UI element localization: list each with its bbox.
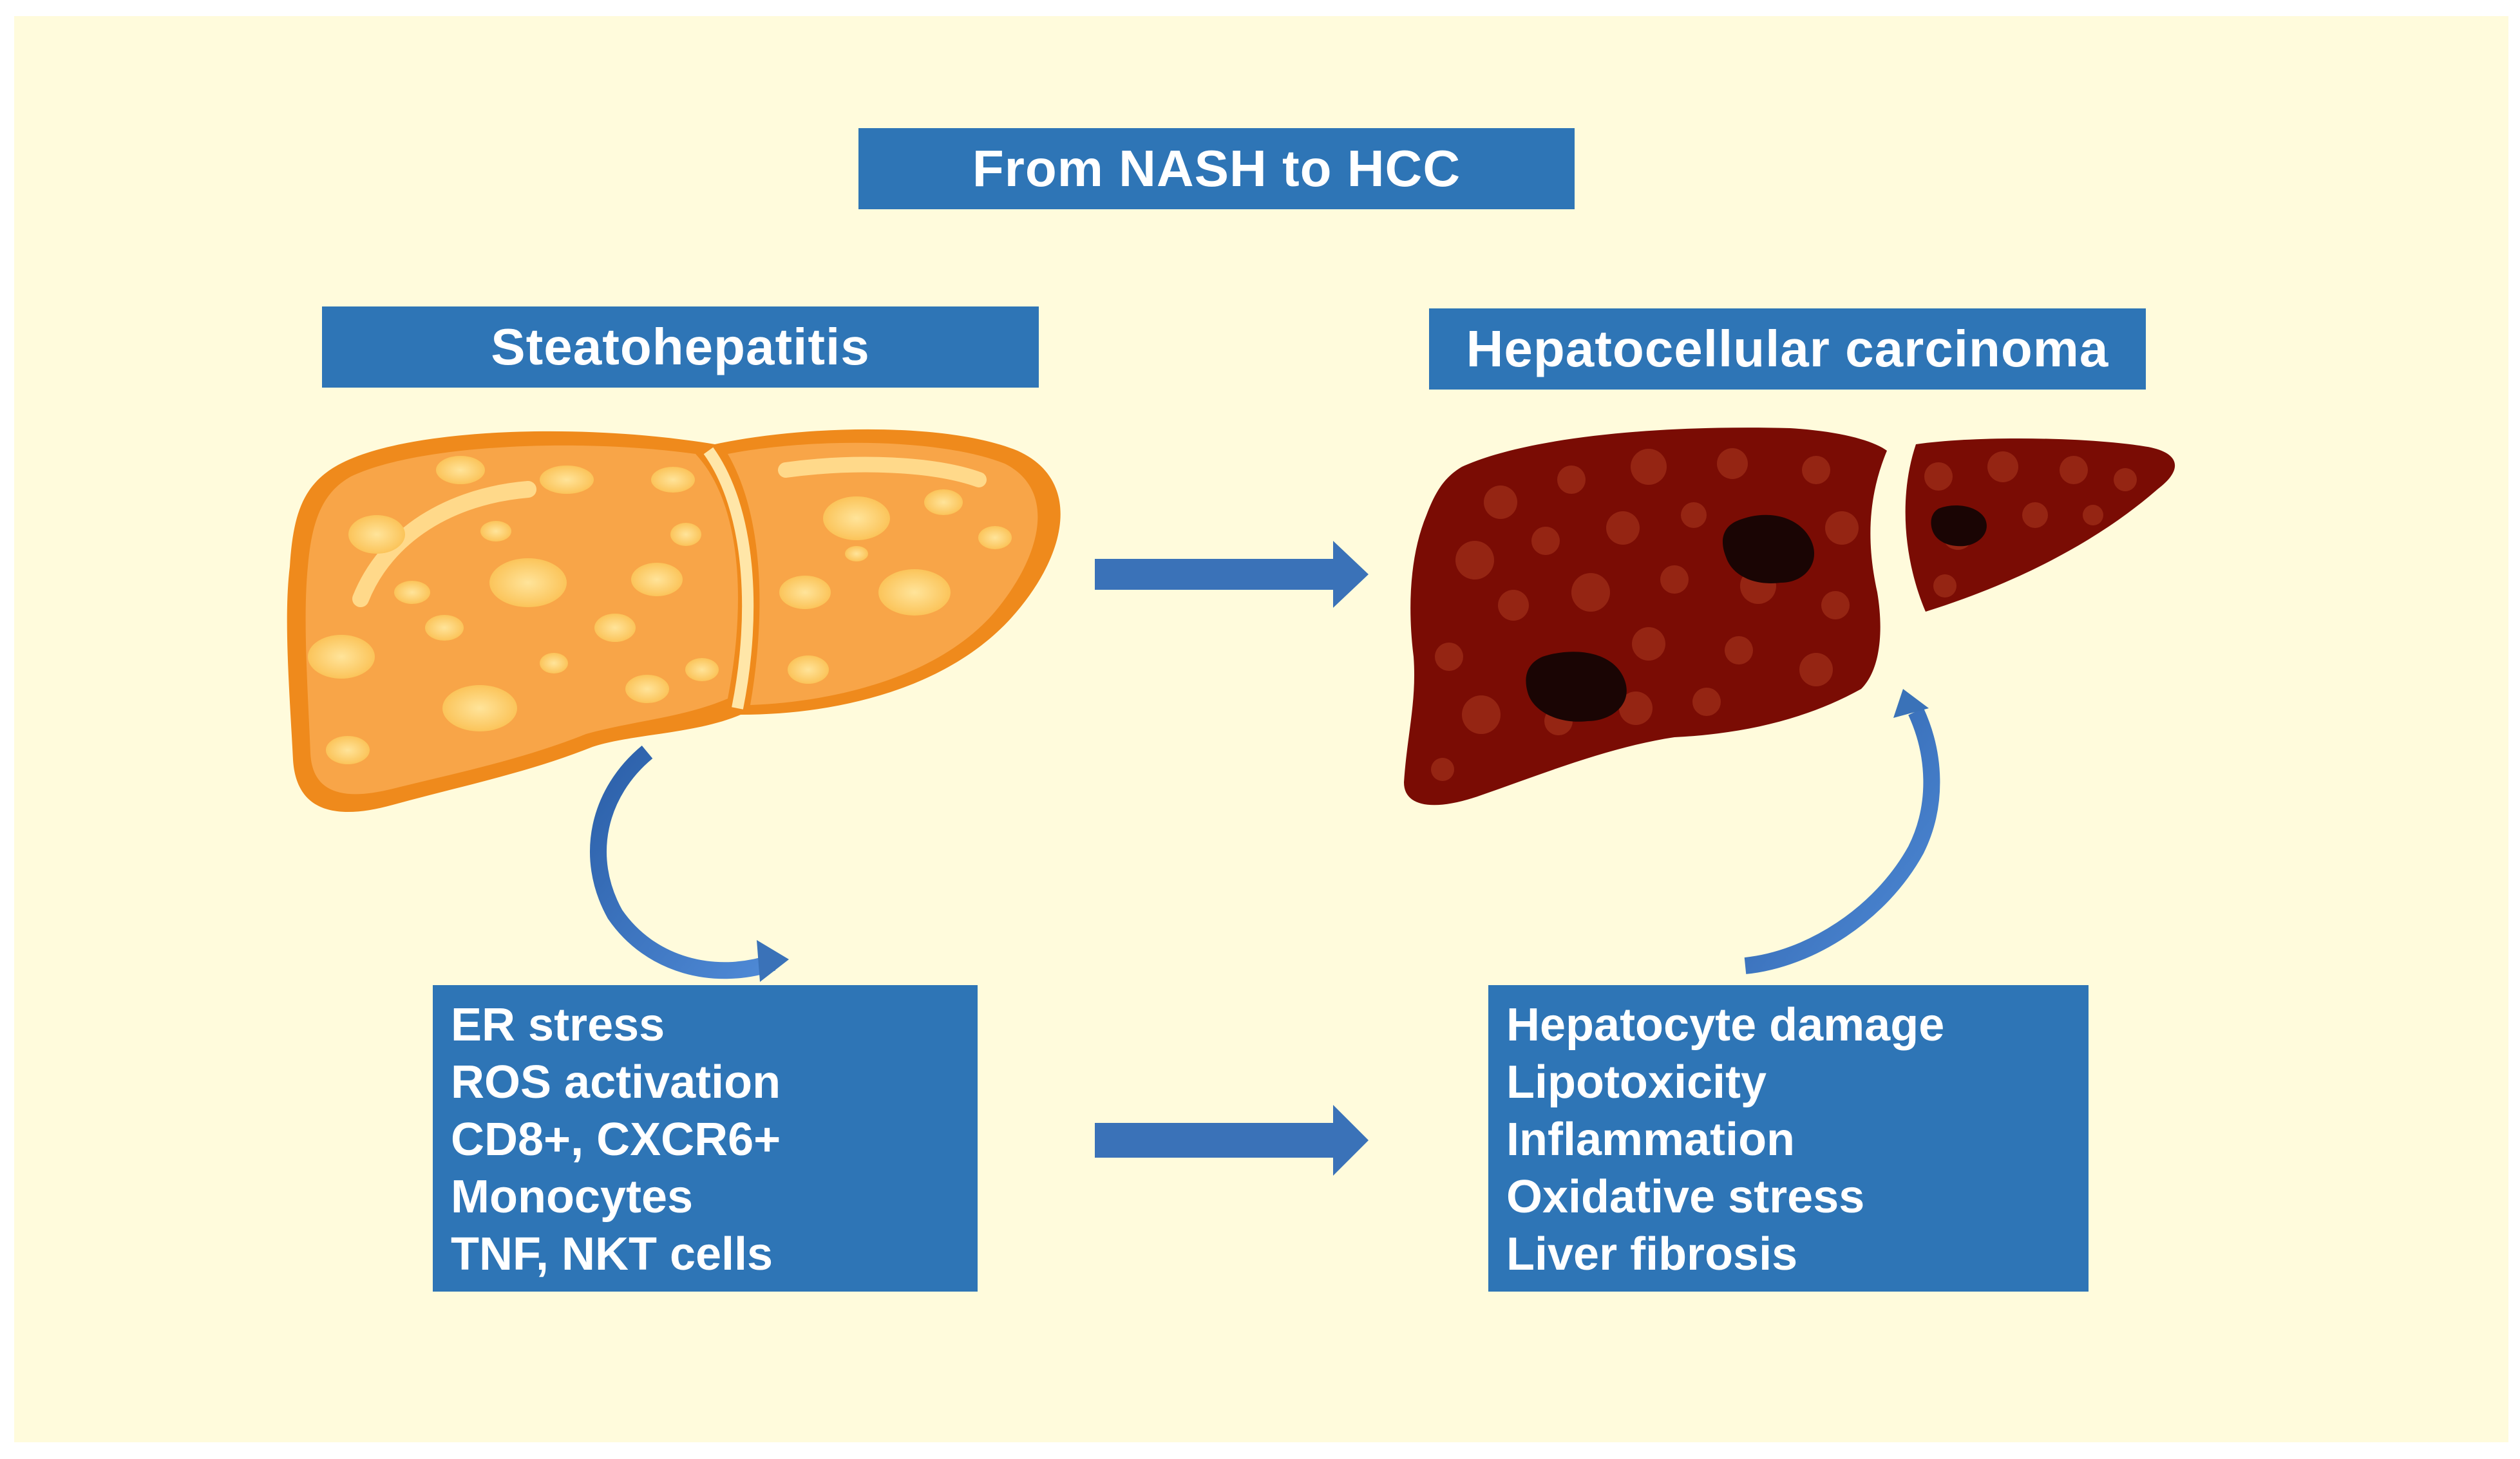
factor-item: Monocytes [451,1171,694,1223]
factor-item: Inflammation [1506,1114,1795,1165]
factor-item: Lipotoxicity [1506,1057,1767,1108]
stage-label-steatohepatitis: Steatohepatitis [322,306,1039,388]
factor-item: CD8+, CXCR6+ [451,1114,781,1165]
factor-item: ROS activation [451,1057,781,1108]
top-right-arrow [1095,541,1369,608]
liver-fissure [703,447,754,710]
page-title: From NASH to HCC [858,128,1575,209]
stage-label-hcc: Hepatocellular carcinoma [1429,308,2146,390]
liver-gloss [778,457,987,487]
bottom-right-arrow [1095,1105,1369,1176]
left-curved-arrow [590,745,789,982]
fat-droplets [308,456,1012,764]
cancerous-liver-icon [1404,428,2175,805]
factor-item: TNF, NKT cells [451,1228,773,1280]
liver-right-lobe [728,442,1038,705]
factor-item: ER stress [451,999,665,1051]
liver-gloss [352,481,536,607]
factor-item: Liver fibrosis [1506,1228,1798,1280]
factor-item: Oxidative stress [1506,1171,1865,1223]
fatty-liver-icon [287,429,1061,813]
factor-item: Hepatocyte damage [1506,999,1945,1051]
steatohepatitis-factor-list: ER stress ROS activation CD8+, CXCR6+ Mo… [433,985,978,1292]
hcc-factor-list: Hepatocyte damage Lipotoxicity Inflammat… [1488,985,2089,1292]
tumor-nodules [1526,505,1987,722]
right-curved-arrow [1744,689,1940,974]
